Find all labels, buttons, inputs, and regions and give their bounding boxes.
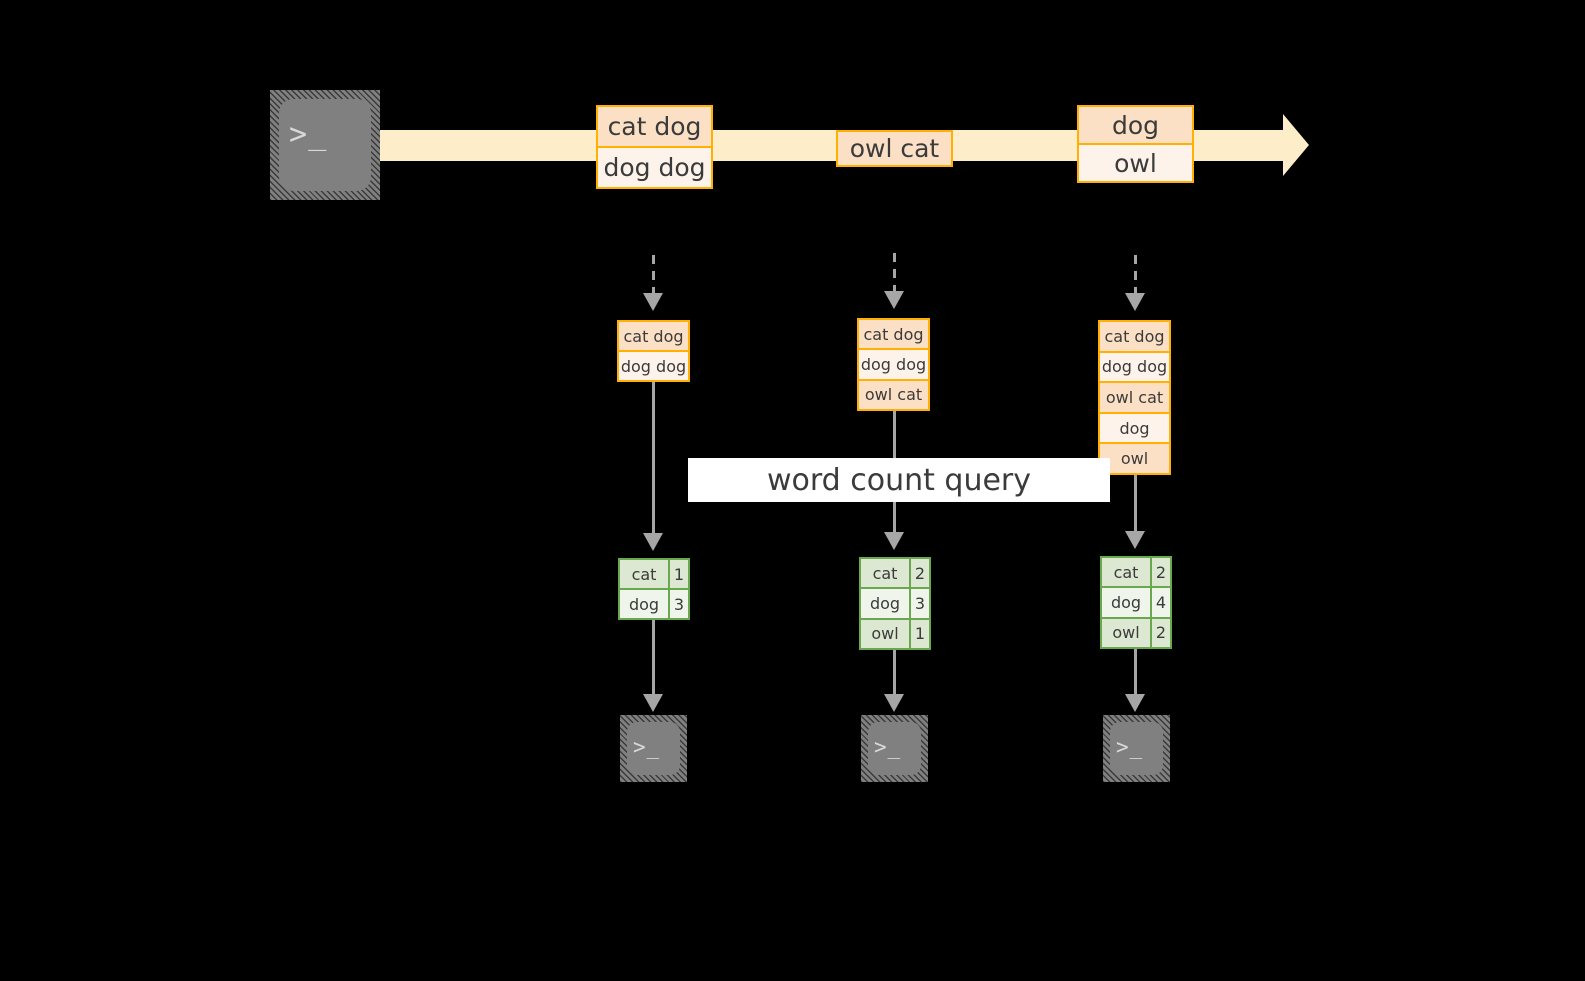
stream-to-table-connector-1 xyxy=(652,255,655,297)
result-row: dog 3 xyxy=(620,588,688,618)
stream-event-line: cat dog xyxy=(598,107,711,146)
stream-to-table-connector-2 xyxy=(893,253,896,295)
stream-to-table-arrowhead-3 xyxy=(1125,293,1145,311)
stream-event-line: owl xyxy=(1079,143,1192,181)
query-connector-3 xyxy=(1134,475,1137,535)
result-table-3[interactable]: cat 2 dog 4 owl 2 xyxy=(1100,556,1172,649)
query-label: word count query xyxy=(688,458,1110,502)
query-arrowhead-1 xyxy=(643,533,663,551)
result-to-sink-arrowhead-3 xyxy=(1125,694,1145,712)
result-to-sink-connector-2 xyxy=(893,650,896,698)
accumulated-row: cat dog xyxy=(619,322,688,350)
accumulated-row: owl cat xyxy=(859,378,928,409)
result-row: owl 2 xyxy=(1102,616,1170,647)
result-word: cat xyxy=(620,560,668,588)
result-count: 3 xyxy=(909,589,929,618)
accumulated-row: owl xyxy=(1100,442,1169,473)
result-word: dog xyxy=(861,589,909,618)
sink-terminal-icon-1[interactable]: >_ xyxy=(620,715,687,782)
result-row: dog 3 xyxy=(861,587,929,618)
terminal-screen xyxy=(1110,722,1163,775)
result-count: 2 xyxy=(1150,558,1170,587)
result-to-sink-connector-3 xyxy=(1134,649,1137,698)
result-word: owl xyxy=(861,619,909,648)
terminal-prompt-glyph: >_ xyxy=(289,117,328,152)
stream-event-line: owl cat xyxy=(838,132,951,165)
accumulated-events-table-1[interactable]: cat dog dog dog xyxy=(617,320,690,382)
sink-terminal-icon-3[interactable]: >_ xyxy=(1103,715,1170,782)
result-count: 3 xyxy=(668,590,688,618)
result-word: cat xyxy=(1102,558,1150,587)
accumulated-events-table-3[interactable]: cat dog dog dog owl cat dog owl xyxy=(1098,320,1171,475)
result-row: owl 1 xyxy=(861,617,929,648)
accumulated-events-table-2[interactable]: cat dog dog dog owl cat xyxy=(857,318,930,411)
stream-event-line: dog dog xyxy=(598,146,711,187)
stream-to-table-arrowhead-2 xyxy=(884,291,904,309)
accumulated-row: owl cat xyxy=(1100,381,1169,412)
result-to-sink-arrowhead-1 xyxy=(643,694,663,712)
terminal-prompt-glyph: >_ xyxy=(1116,735,1143,759)
stream-to-table-arrowhead-1 xyxy=(643,293,663,311)
stream-event-line: dog xyxy=(1079,107,1192,143)
accumulated-row: dog dog xyxy=(619,350,688,380)
stream-event-box-1[interactable]: cat dog dog dog xyxy=(596,105,713,189)
query-arrowhead-3 xyxy=(1125,531,1145,549)
stream-to-table-connector-3 xyxy=(1134,255,1137,297)
terminal-prompt-glyph: >_ xyxy=(633,735,660,759)
result-row: cat 2 xyxy=(1102,558,1170,587)
result-count: 1 xyxy=(909,619,929,648)
result-count: 2 xyxy=(1150,618,1170,647)
result-word: owl xyxy=(1102,618,1150,647)
result-count: 1 xyxy=(668,560,688,588)
accumulated-row: dog xyxy=(1100,411,1169,443)
accumulated-row: dog dog xyxy=(859,348,928,379)
source-terminal-icon[interactable]: >_ xyxy=(270,90,380,200)
result-table-1[interactable]: cat 1 dog 3 xyxy=(618,558,690,620)
result-to-sink-arrowhead-2 xyxy=(884,694,904,712)
terminal-screen xyxy=(627,722,680,775)
terminal-screen xyxy=(868,722,921,775)
result-table-2[interactable]: cat 2 dog 3 owl 1 xyxy=(859,557,931,650)
stream-event-box-3[interactable]: dog owl xyxy=(1077,105,1194,183)
query-arrowhead-2 xyxy=(884,532,904,550)
sink-terminal-icon-2[interactable]: >_ xyxy=(861,715,928,782)
accumulated-row: cat dog xyxy=(859,320,928,349)
result-word: dog xyxy=(1102,588,1150,617)
result-count: 4 xyxy=(1150,588,1170,617)
accumulated-row: dog dog xyxy=(1100,350,1169,382)
accumulated-row: cat dog xyxy=(1100,322,1169,351)
query-connector-1 xyxy=(652,382,655,537)
terminal-prompt-glyph: >_ xyxy=(874,735,901,759)
terminal-screen xyxy=(279,99,371,191)
stream-arrow-head xyxy=(1283,114,1309,176)
result-word: cat xyxy=(861,559,909,588)
stream-event-box-2[interactable]: owl cat xyxy=(836,130,953,167)
result-row: cat 1 xyxy=(620,560,688,588)
result-count: 2 xyxy=(909,559,929,588)
result-row: dog 4 xyxy=(1102,586,1170,617)
result-word: dog xyxy=(620,590,668,618)
result-row: cat 2 xyxy=(861,559,929,588)
result-to-sink-connector-1 xyxy=(652,620,655,698)
